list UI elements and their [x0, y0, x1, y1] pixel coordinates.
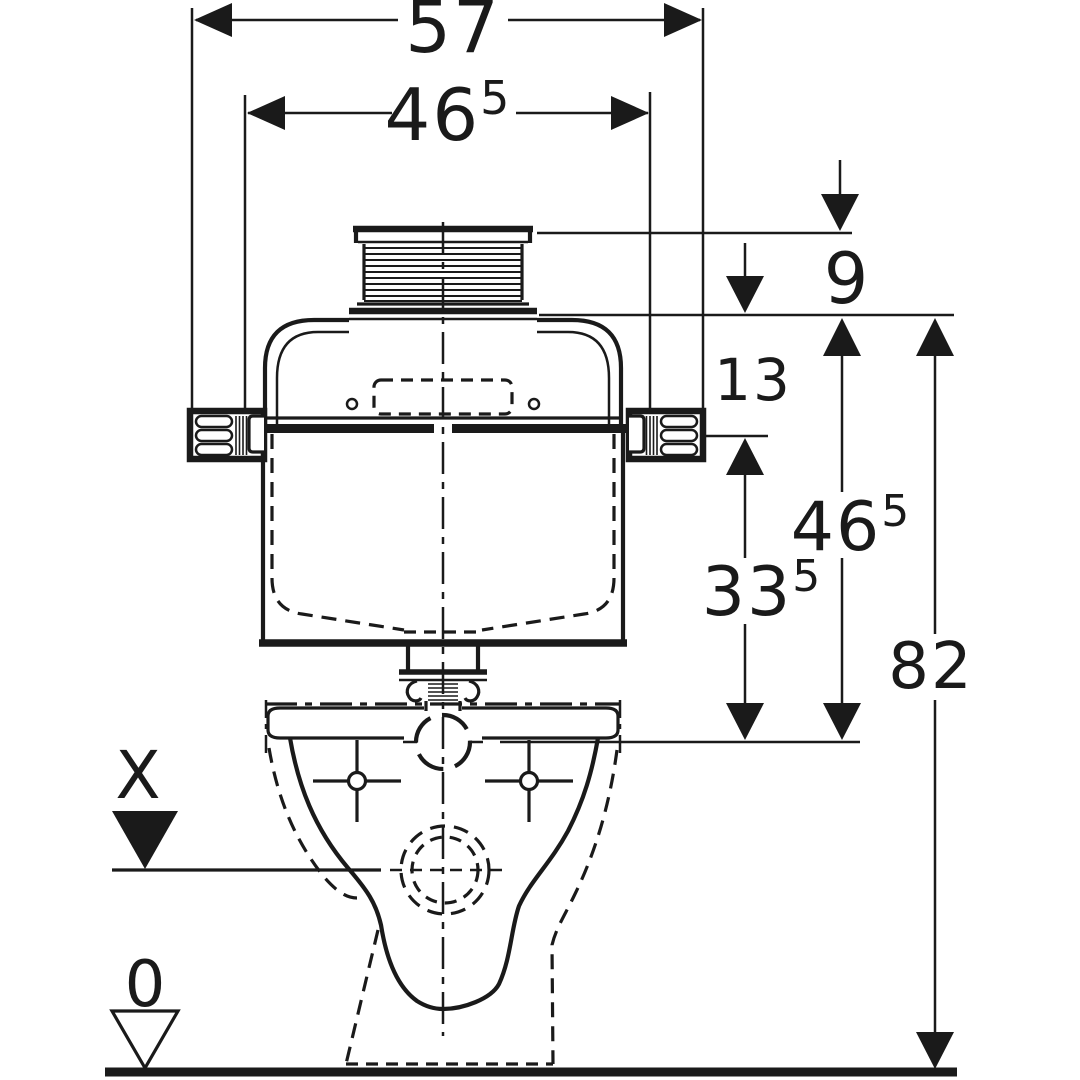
- arrow-left-icon: [247, 96, 285, 130]
- arrow-down-icon: [726, 276, 764, 313]
- cistern-shoulder-left-inner: [275, 330, 349, 424]
- wc-bowl: [264, 700, 622, 1066]
- bolt-circle-icon: [346, 770, 368, 792]
- level-marker-zero: 0: [109, 948, 181, 1072]
- level-marker-x: X: [112, 737, 381, 872]
- fixing-bolt-left: [313, 740, 401, 822]
- cistern-shoulder-left: [262, 317, 349, 424]
- bowl-plate-right: [462, 706, 620, 740]
- tank-inner-dashed-right: [481, 434, 616, 632]
- frame-rail-left: [252, 424, 434, 433]
- tank-inner-dashed-left: [270, 434, 405, 632]
- lid-screw-left-icon: [345, 397, 359, 411]
- shaft-cap-sides: [353, 229, 533, 243]
- dim-label-total-height: 82: [888, 630, 973, 704]
- cistern-shoulder-right: [537, 317, 624, 424]
- arrow-down-icon: [916, 1032, 954, 1069]
- dim-label-bowl-height: 335: [702, 551, 823, 632]
- dim-label-rail-offset: 13: [714, 346, 792, 414]
- arrow-up-icon: [916, 318, 954, 356]
- outlet-circle-outer-dashed: [399, 824, 491, 916]
- dim-label-top-offset: 9: [824, 238, 871, 320]
- frame-rail-right: [452, 424, 635, 433]
- wall-bracket-right: [629, 411, 703, 459]
- tank-walls: [260, 431, 626, 641]
- dim-cistern-height: 465: [791, 318, 912, 740]
- wall-bracket-left: [190, 411, 264, 459]
- bowl-outline-left: [287, 737, 444, 1012]
- dim-rail-offset: 13: [714, 243, 792, 414]
- arrow-down-icon: [823, 703, 861, 740]
- bowl-dashed-right: [550, 749, 619, 1065]
- gasket-curl-left: [405, 679, 423, 703]
- pedestal-dashed-left: [344, 929, 380, 1065]
- bolt-circle-icon: [518, 770, 540, 792]
- arrow-up-icon: [726, 438, 764, 475]
- dim-total-height: 82: [888, 318, 973, 1069]
- arrow-right-icon: [664, 3, 702, 37]
- arrow-down-icon: [726, 703, 764, 740]
- level-triangle-open-icon: [109, 1009, 181, 1072]
- reference-lines: [500, 231, 954, 744]
- outlet-neck: [405, 645, 481, 671]
- dim-bowl-height: 335: [702, 438, 823, 740]
- dim-label-fixing-width: 465: [385, 71, 512, 157]
- dim-label-overall-width: 57: [405, 0, 501, 69]
- cistern-shoulder-right-inner: [537, 330, 611, 424]
- level-x-label: X: [115, 737, 162, 814]
- dim-overall-width: 57: [190, 0, 705, 408]
- arrow-left-icon: [194, 3, 232, 37]
- arrow-right-icon: [611, 96, 649, 130]
- bowl-plate-left: [266, 706, 424, 740]
- shaft-rib-edges: [362, 244, 524, 300]
- lid-screw-right-icon: [527, 397, 541, 411]
- arrow-down-icon: [821, 194, 859, 231]
- gasket-curl-right: [463, 679, 481, 703]
- cistern: [252, 317, 635, 647]
- bowl-dashed-left: [267, 747, 358, 900]
- bowl-outline-right: [442, 737, 601, 1012]
- dim-label-cistern-height: 465: [791, 486, 912, 567]
- dim-fixing-width: 465: [243, 71, 652, 408]
- dim-top-offset: 9: [821, 160, 871, 320]
- level-triangle-filled-icon: [112, 811, 178, 869]
- fixing-bolt-right: [485, 740, 573, 822]
- arrow-up-icon: [823, 318, 861, 356]
